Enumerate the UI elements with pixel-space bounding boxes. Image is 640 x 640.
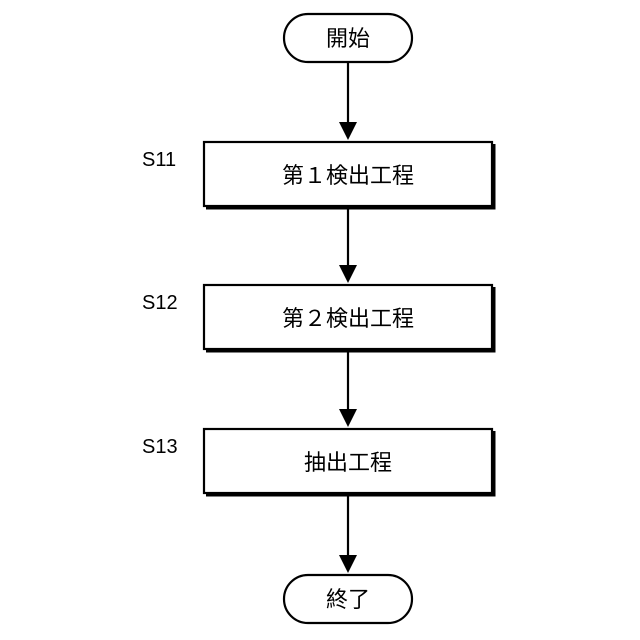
process-label-s11: 第１検出工程 [282,164,414,189]
start-terminal: 開始 [284,14,412,62]
end-terminal: 終了 [284,575,412,623]
arrow-s13-to-end [339,495,357,573]
arrow-s11-to-s12 [339,208,357,283]
step-number-s13: S13 [142,436,178,458]
start-label: 開始 [326,27,370,52]
process-label-s12: 第２検出工程 [282,307,414,332]
arrow-s12-to-s13 [339,351,357,427]
step-number-s12: S12 [142,292,178,314]
end-label: 終了 [326,588,370,613]
process-step-s11: 第１検出工程 S11 [142,142,494,208]
arrow-start-to-s11 [339,62,357,140]
process-label-s13: 抽出工程 [304,451,392,476]
process-step-s12: 第２検出工程 S12 [142,285,494,351]
step-number-s11: S11 [142,149,176,171]
process-step-s13: 抽出工程 S13 [142,429,494,495]
